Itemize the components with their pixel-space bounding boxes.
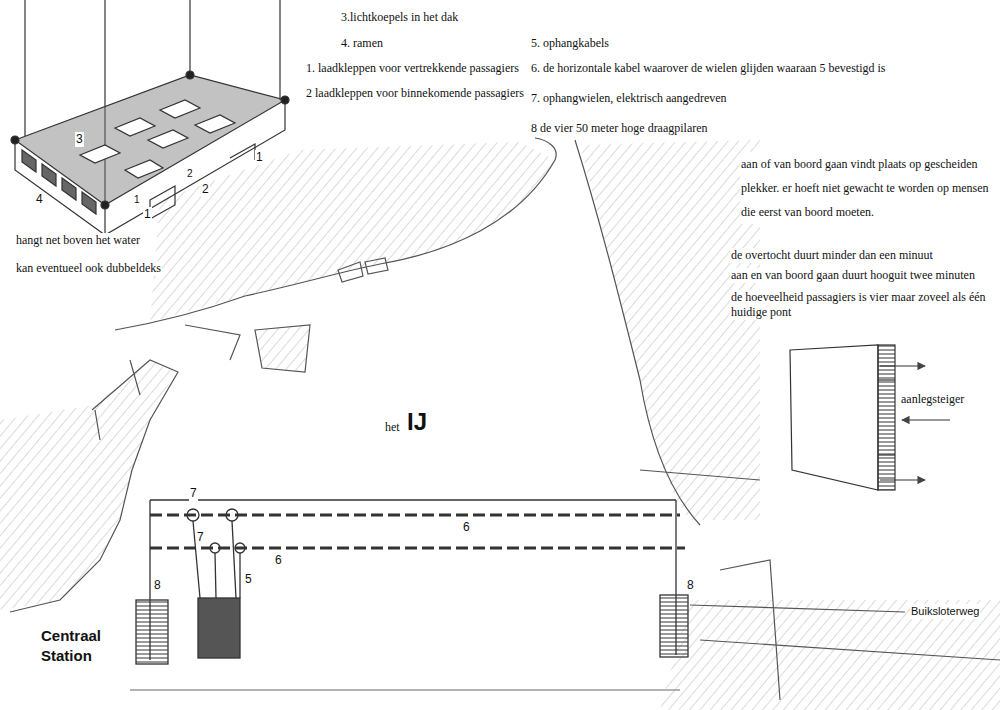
callout-number: 2	[186, 166, 194, 181]
land	[0, 138, 1000, 710]
callout-number: 1	[143, 207, 152, 222]
note-text: aan of van boord gaan vindt plaats op ge…	[740, 152, 992, 224]
cabin-sketch	[11, 0, 289, 235]
pier-sketch	[790, 345, 950, 490]
note-text: 1. laadkleppen voor vertrekkende passagi…	[305, 61, 520, 76]
callout-number: 2	[201, 182, 210, 197]
cable-ferry	[130, 500, 688, 690]
note-text: 6. de horizontale kabel waarover de wiel…	[530, 61, 887, 76]
callout-number: 6	[462, 520, 471, 535]
callout-number: 4	[35, 192, 44, 207]
note-text: IJ	[406, 408, 428, 436]
note-text: 4. ramen	[340, 36, 384, 51]
note-text: 2 laadkleppen voor binnekomende passagie…	[305, 86, 525, 101]
callout-number: 3	[75, 132, 84, 147]
note-text: Centraal Station	[40, 626, 132, 666]
note-text: 5. ophangkabels	[530, 36, 610, 51]
note-text: 8 de vier 50 meter hoge draagpilaren	[530, 121, 709, 136]
note-text: 3.lichtkoepels in het dak	[340, 10, 459, 25]
callout-number: 6	[274, 553, 283, 568]
callout-number: 7	[189, 486, 198, 501]
callout-number: 7	[196, 530, 205, 545]
note-text: Buiksloterweg	[910, 604, 980, 619]
note-text: de overtocht duurt minder dan een minuut	[730, 248, 934, 263]
callout-number: 8	[686, 578, 695, 593]
callout-number: 5	[244, 572, 253, 587]
note-text: het	[384, 420, 401, 435]
note-text: aanlegsteiger	[900, 392, 965, 407]
note-text: hangt net boven het water	[15, 233, 141, 248]
note-text: kan eventueel ook dubbeldeks	[15, 261, 162, 276]
callout-number: 1	[133, 192, 141, 207]
callout-number: 8	[153, 578, 162, 593]
callout-number: 1	[255, 150, 264, 165]
note-text: de hoeveelheid passagiers is vier maar z…	[730, 290, 987, 320]
note-text: 7. ophangwielen, elektrisch aangedreven	[530, 91, 728, 106]
note-text: aan en van boord gaan duurt hooguit twee…	[730, 268, 976, 283]
